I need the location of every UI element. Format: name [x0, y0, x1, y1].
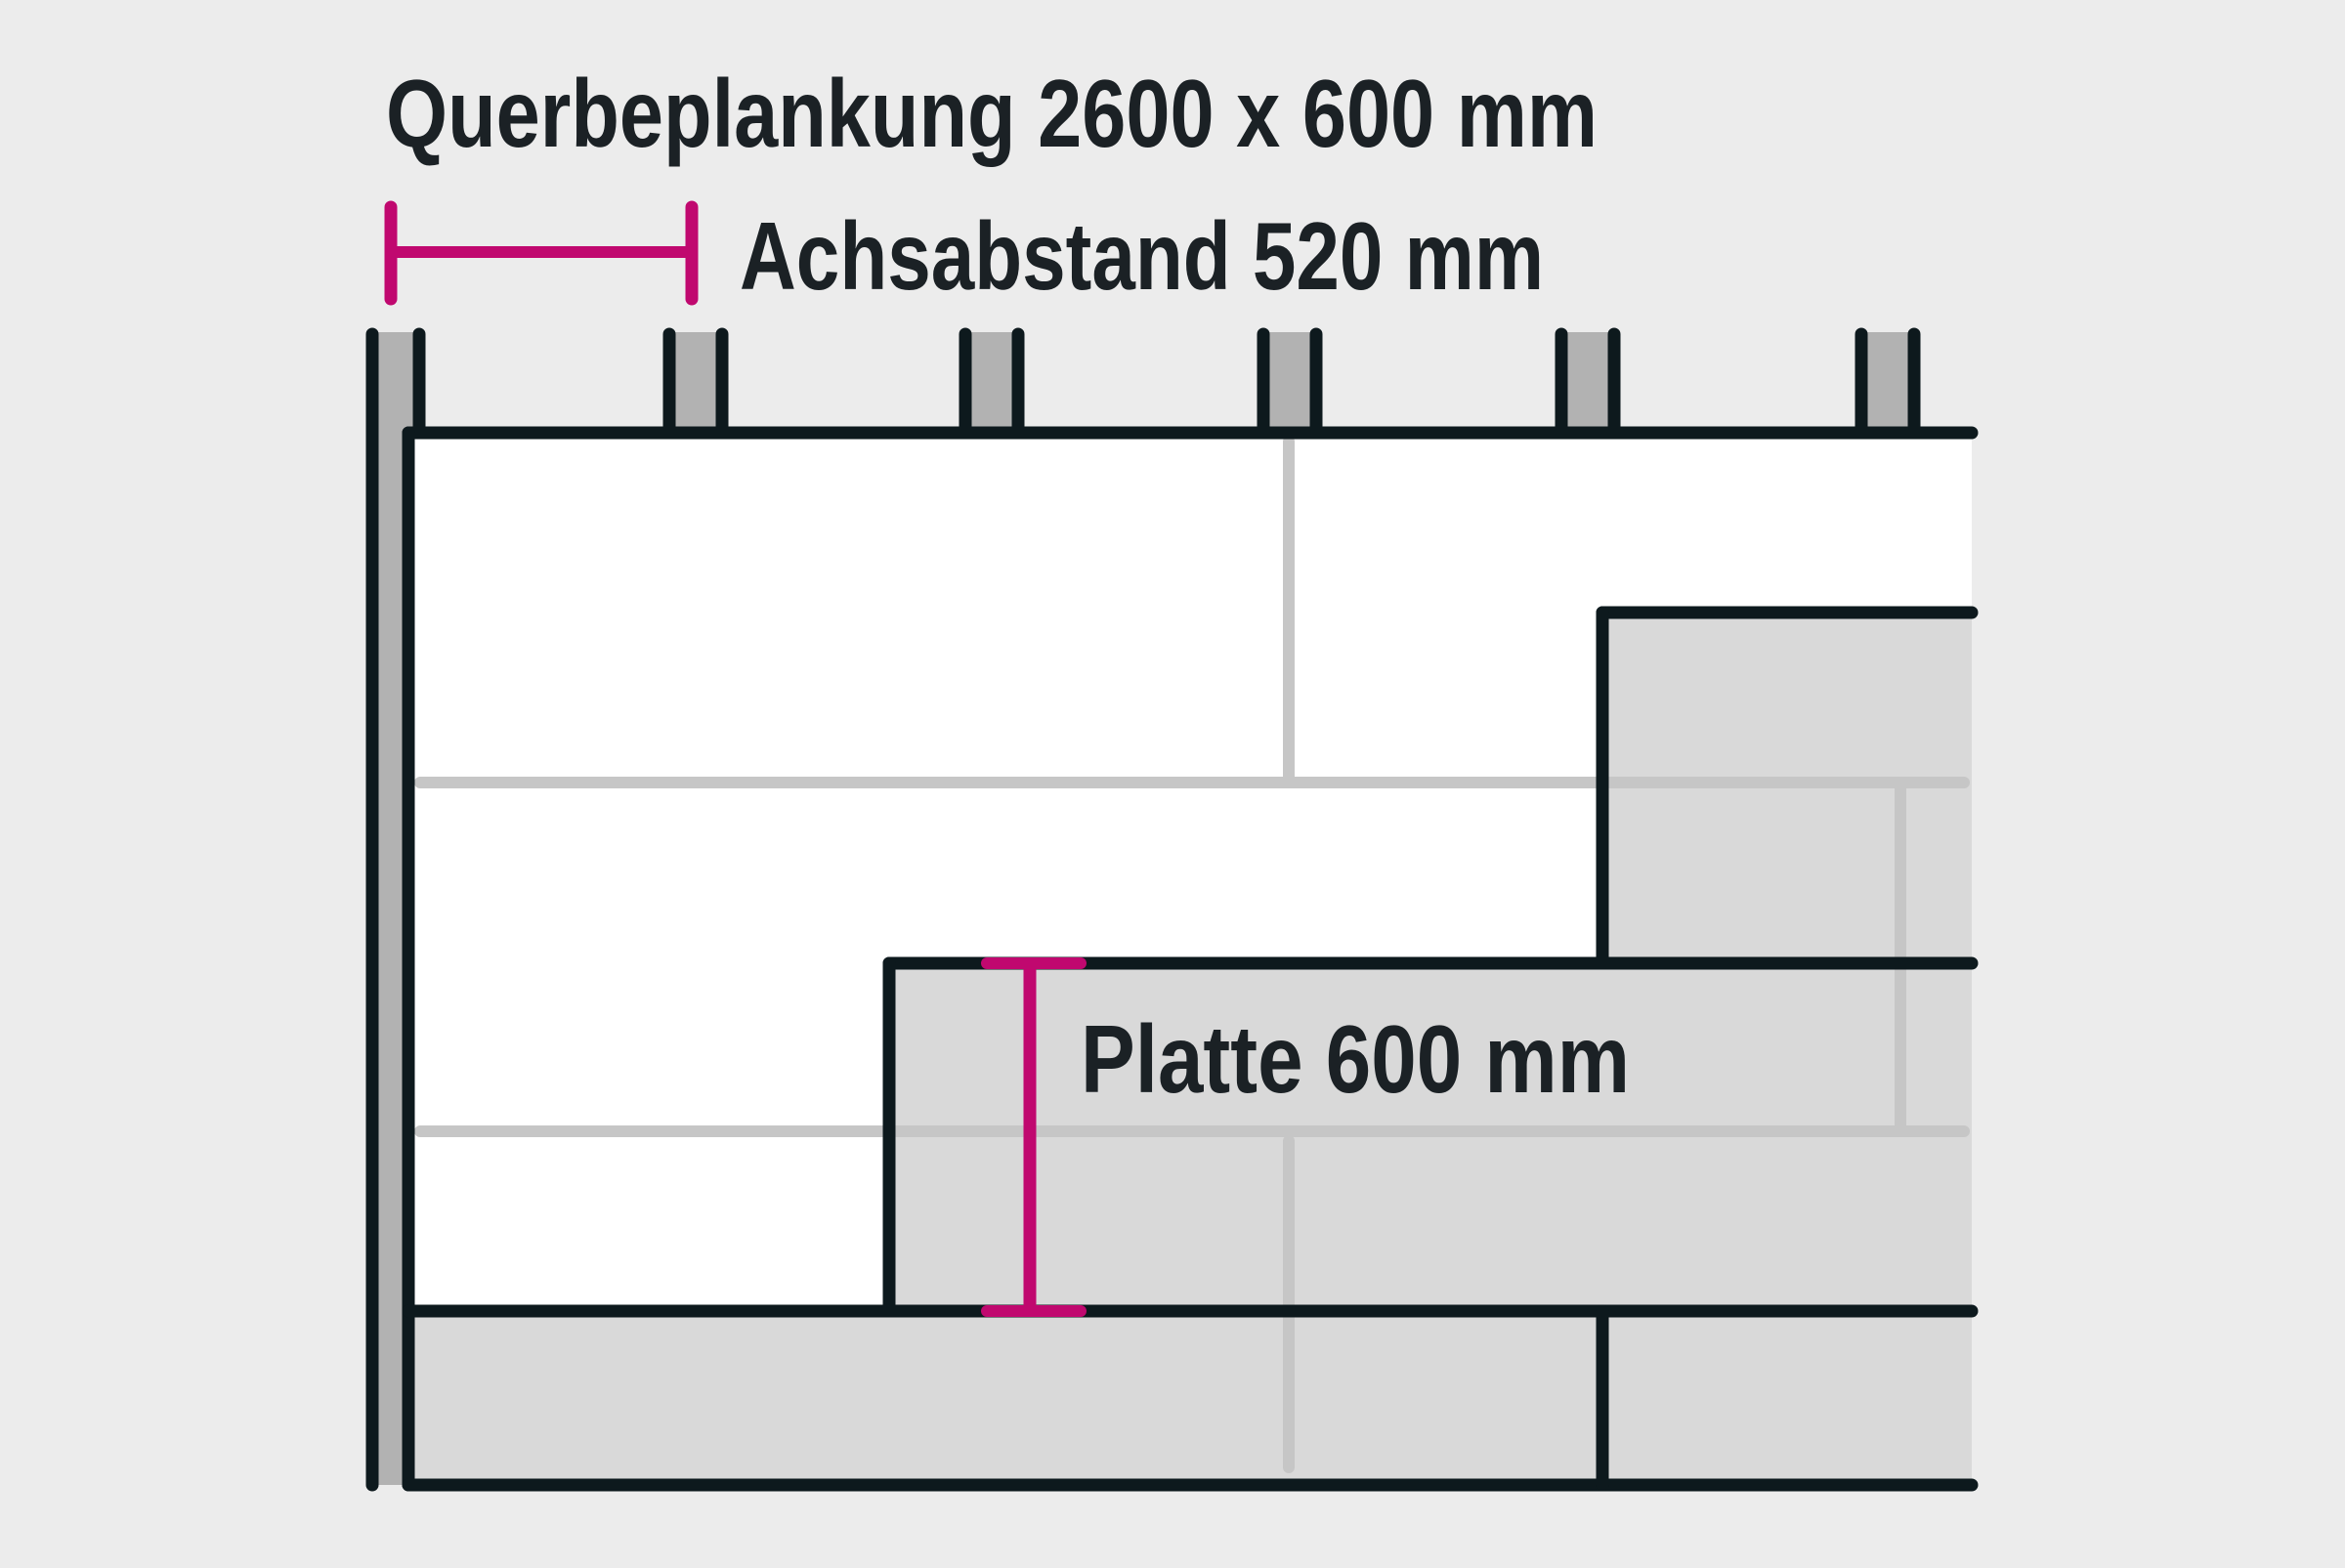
- stud-6: [1861, 332, 1914, 430]
- stud-4: [1263, 332, 1316, 430]
- installed-plate-bottom: [408, 1311, 1972, 1485]
- stud-2: [669, 332, 722, 430]
- plate-height-dimension-icon: [981, 957, 1087, 1317]
- stud-spacing-dimension-icon: [384, 200, 699, 306]
- stud-3: [965, 332, 1018, 430]
- plate-height-label: Platte 600 mm: [1081, 1005, 1630, 1113]
- stud-spacing-label: Achsabstand 520 mm: [740, 202, 1544, 310]
- title-label: Querbeplankung 2600 x 600 mm: [386, 60, 1598, 167]
- plate-joints: [414, 436, 1970, 1473]
- outlines: [365, 327, 1979, 1492]
- stud-5: [1561, 332, 1614, 430]
